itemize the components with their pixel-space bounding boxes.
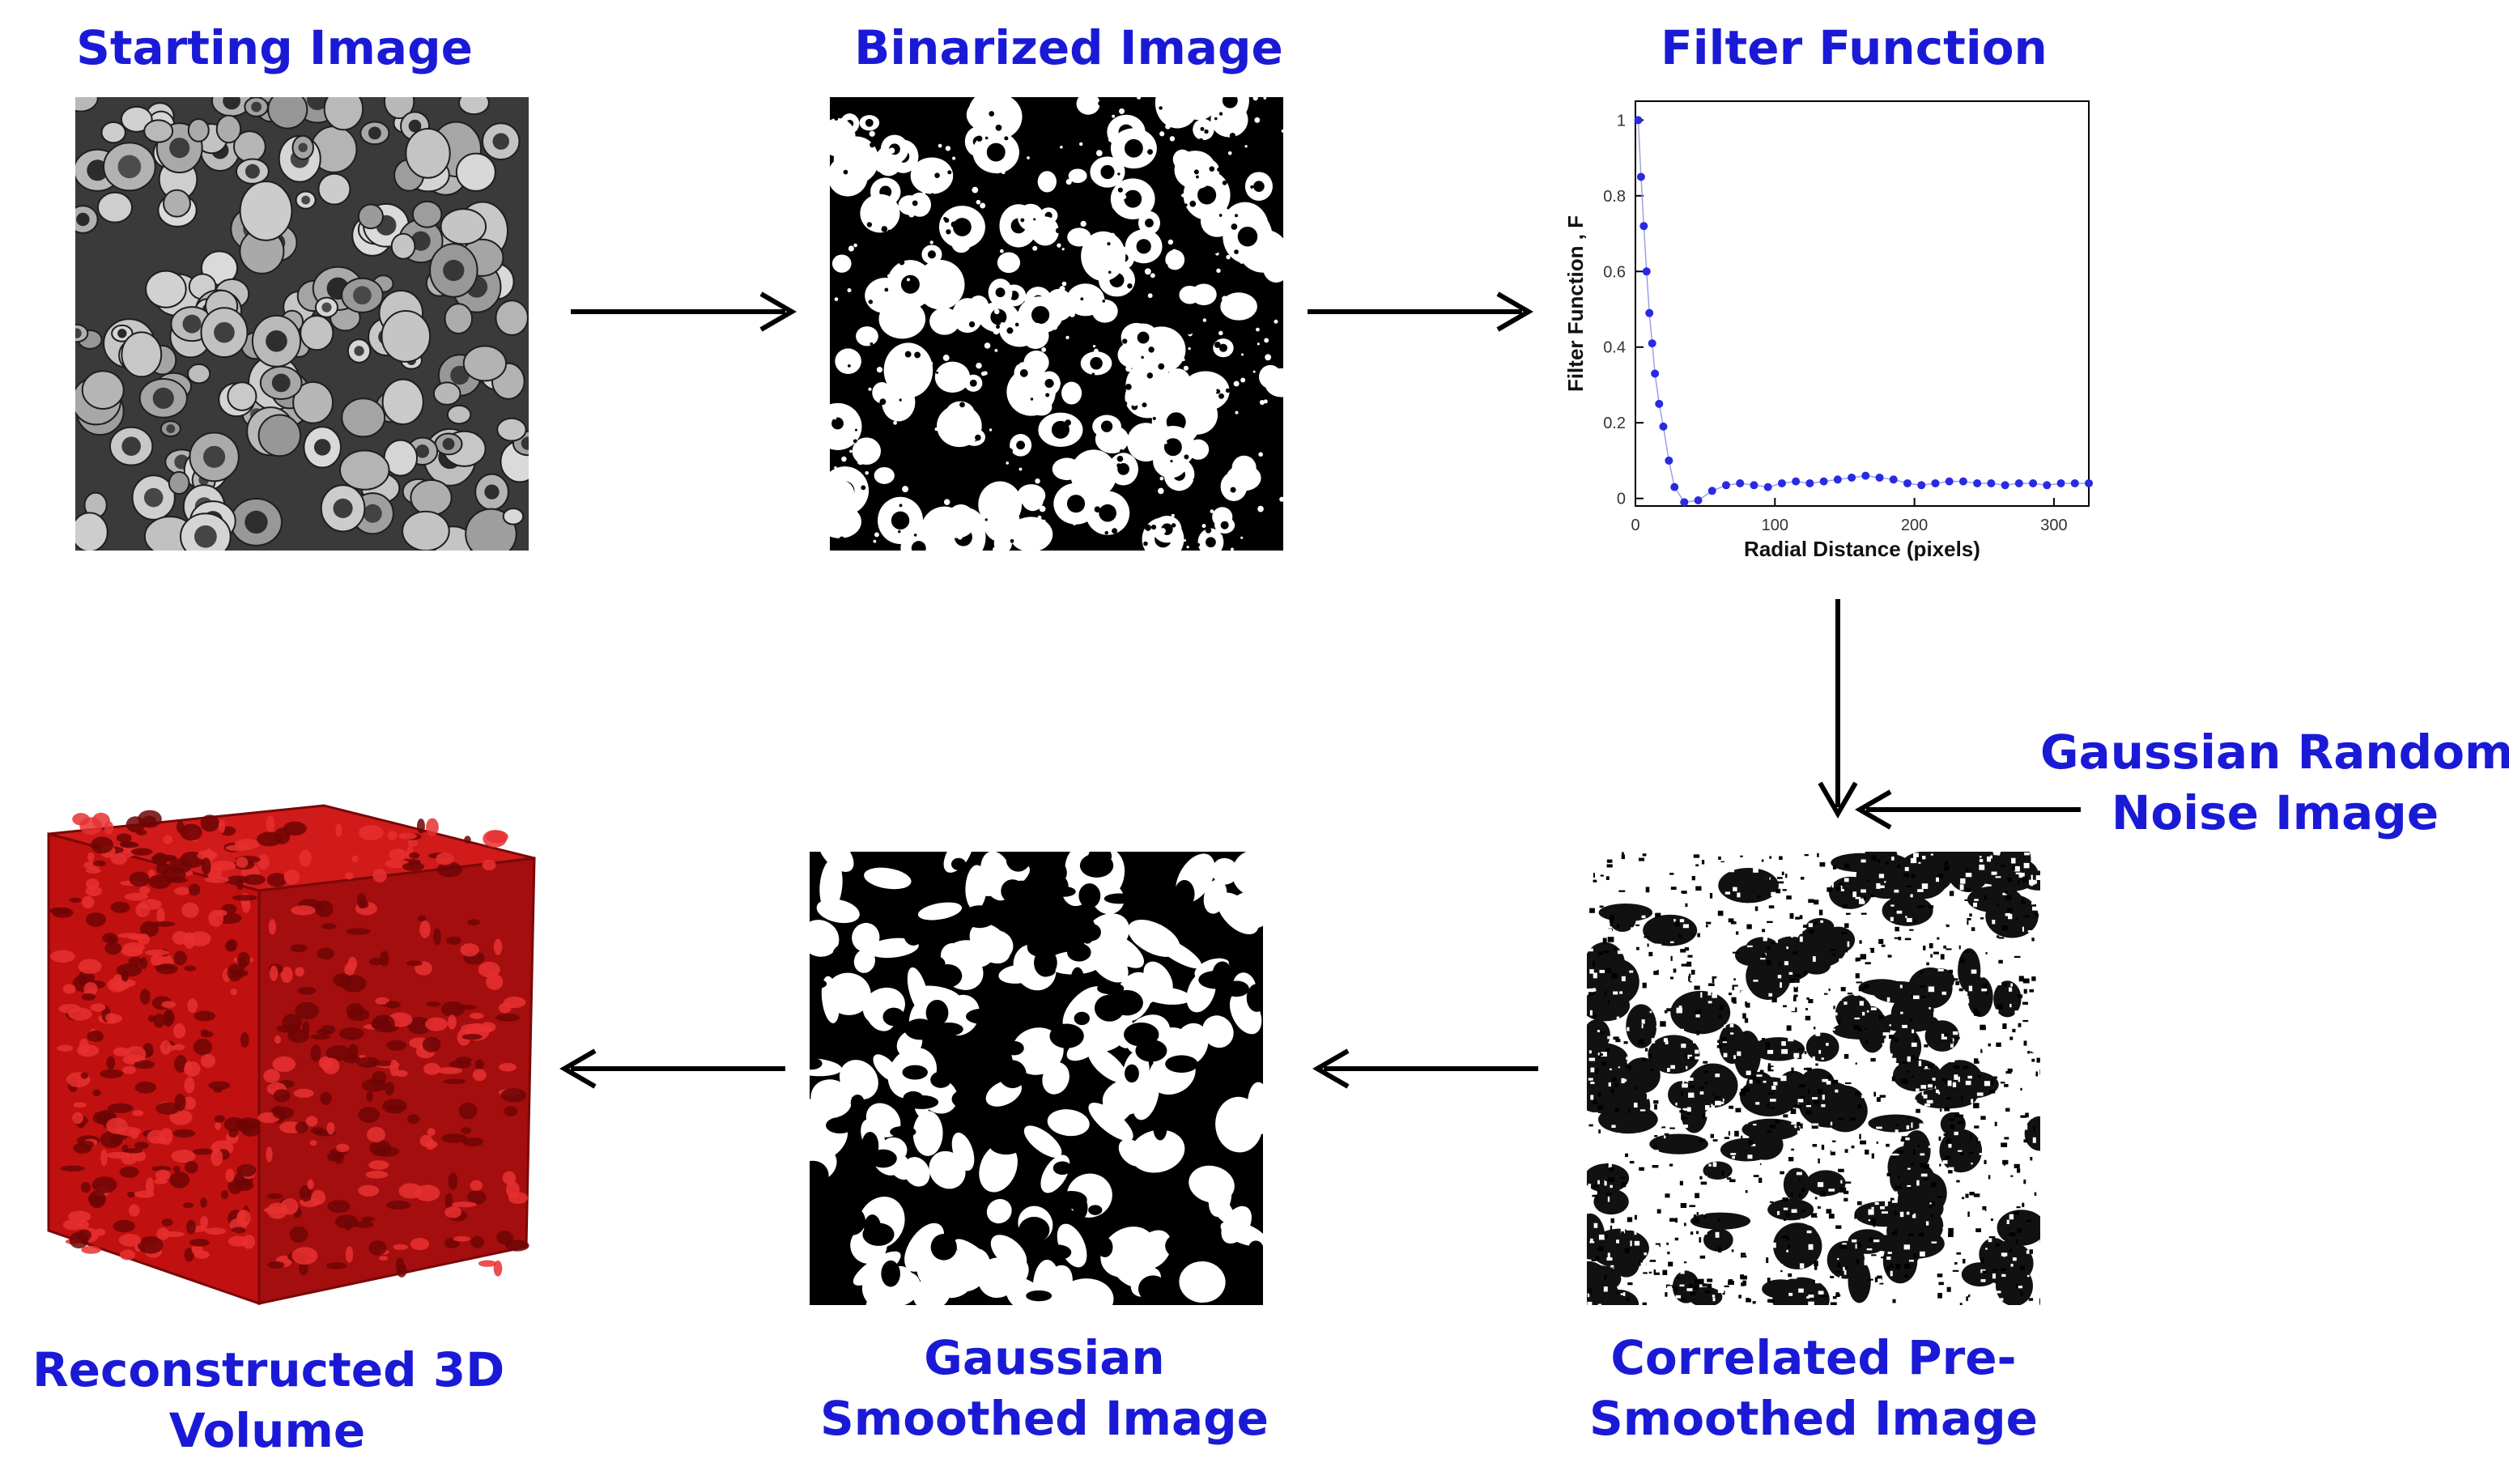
gaussian-noise-label: Gaussian Random Noise Image <box>2040 722 2509 844</box>
starting-image-panel <box>75 97 529 551</box>
data-point <box>1665 456 1673 465</box>
x-axis-label: Radial Distance (pixels) <box>1744 537 1980 561</box>
plot-frame <box>1635 100 2090 507</box>
data-point <box>1917 481 1926 490</box>
y-axis-label: Filter Function , F <box>1563 215 1588 392</box>
data-point <box>1987 478 1996 487</box>
data-point <box>2043 481 2052 490</box>
reconstructed-line2: Volume <box>168 1403 366 1459</box>
data-point <box>1645 308 1654 317</box>
gaussian-noise-line1: Gaussian Random <box>2040 725 2509 780</box>
x-tick-label: 300 <box>2040 517 2067 534</box>
data-point <box>2001 481 2009 490</box>
binarized-image-title: Binarized Image <box>854 20 1283 75</box>
data-point <box>1722 481 1730 490</box>
correlated-image-panel <box>1587 852 2040 1305</box>
x-tick-label: 100 <box>1762 517 1788 534</box>
arrow-binarized-to-filter <box>1308 291 1533 332</box>
data-point <box>1670 483 1679 491</box>
data-point <box>1861 471 1870 480</box>
data-point <box>1694 495 1703 504</box>
gaussian-smoothed-line2: Smoothed Image <box>820 1391 1269 1447</box>
data-point <box>2014 478 2023 487</box>
data-point <box>1648 339 1656 348</box>
gaussian-smoothed-panel <box>810 852 1263 1305</box>
data-point <box>1819 477 1828 486</box>
binarized-image-panel <box>830 97 1283 551</box>
starting-image-title: Starting Image <box>76 20 473 75</box>
x-tick-label: 200 <box>1901 517 1928 534</box>
data-point <box>1805 478 1814 487</box>
data-point <box>2029 478 2038 487</box>
data-point <box>1973 478 1982 487</box>
filter-function-title: Filter Function <box>1661 20 2048 75</box>
reconstructed-3d-volume <box>47 804 536 1306</box>
arrow-correlated-to-smoothed <box>1312 1048 1538 1089</box>
data-point <box>2056 478 2065 487</box>
correlated-pre-smoothed-image <box>1587 852 2040 1305</box>
y-tick-label: 0.6 <box>1603 263 1626 281</box>
reconstructed-label: Reconstructed 3D Volume <box>32 1340 505 1462</box>
arrow-smoothed-to-volume <box>559 1048 785 1089</box>
filter-function-label: Filter Function <box>1627 18 2081 79</box>
data-point <box>1707 487 1716 495</box>
data-point <box>1931 478 1940 487</box>
series-line <box>1637 120 2089 504</box>
data-point <box>1833 475 1842 484</box>
data-point <box>2085 478 2093 487</box>
filter-function-plot: 0 100 200 300 0 0.2 0.4 0.6 0.8 1 Radial Distance… <box>1563 100 2093 561</box>
data-point <box>1639 222 1648 231</box>
data-point <box>1958 477 1967 486</box>
reconstructed-volume-panel <box>16 769 551 1320</box>
data-point <box>1651 369 1660 378</box>
data-point <box>1680 498 1689 507</box>
data-point <box>1889 475 1898 484</box>
data-point <box>1634 116 1643 125</box>
data-point <box>1777 478 1786 487</box>
data-point <box>1736 478 1745 487</box>
data-point <box>1750 481 1758 490</box>
gaussian-smoothed-line1: Gaussian <box>924 1330 1165 1385</box>
y-tick-label: 0.2 <box>1603 415 1626 432</box>
data-point <box>1636 172 1645 181</box>
binarized-image <box>830 97 1283 551</box>
gaussian-smoothed-image <box>810 852 1263 1305</box>
data-point <box>1763 483 1772 491</box>
data-point <box>1642 267 1651 276</box>
reconstructed-line1: Reconstructed 3D <box>32 1342 505 1397</box>
gaussian-smoothed-label: Gaussian Smoothed Image <box>810 1328 1279 1450</box>
data-point <box>1848 473 1856 482</box>
y-tick-label: 0.4 <box>1603 339 1626 357</box>
y-tick-label: 1 <box>1617 112 1626 130</box>
arrow-start-to-binarized <box>571 291 797 332</box>
data-point <box>1792 477 1801 486</box>
data-point <box>1659 422 1668 431</box>
data-point <box>1875 473 1884 482</box>
arrow-filter-to-correlated <box>1818 599 1858 819</box>
correlated-line2: Smoothed Image <box>1589 1391 2038 1447</box>
gaussian-noise-line2: Noise Image <box>2111 785 2439 841</box>
correlated-line1: Correlated Pre- <box>1610 1330 2017 1385</box>
starting-image-label: Starting Image <box>76 18 473 79</box>
data-point <box>1903 478 1912 487</box>
data-point <box>2070 478 2079 487</box>
y-tick-label: 0 <box>1617 491 1626 508</box>
data-point <box>1655 399 1664 408</box>
data-point <box>1945 477 1954 486</box>
binarized-image-label: Binarized Image <box>834 18 1303 79</box>
y-tick-label: 0.8 <box>1603 188 1626 206</box>
correlated-label: Correlated Pre- Smoothed Image <box>1587 1328 2040 1450</box>
starting-image <box>75 97 529 551</box>
filter-function-chart: 0 100 200 300 0 0.2 0.4 0.6 0.8 1 Radial Distance… <box>1559 93 2093 579</box>
x-tick-label: 0 <box>1631 517 1639 534</box>
arrow-noise-to-correlated <box>1855 789 2081 830</box>
